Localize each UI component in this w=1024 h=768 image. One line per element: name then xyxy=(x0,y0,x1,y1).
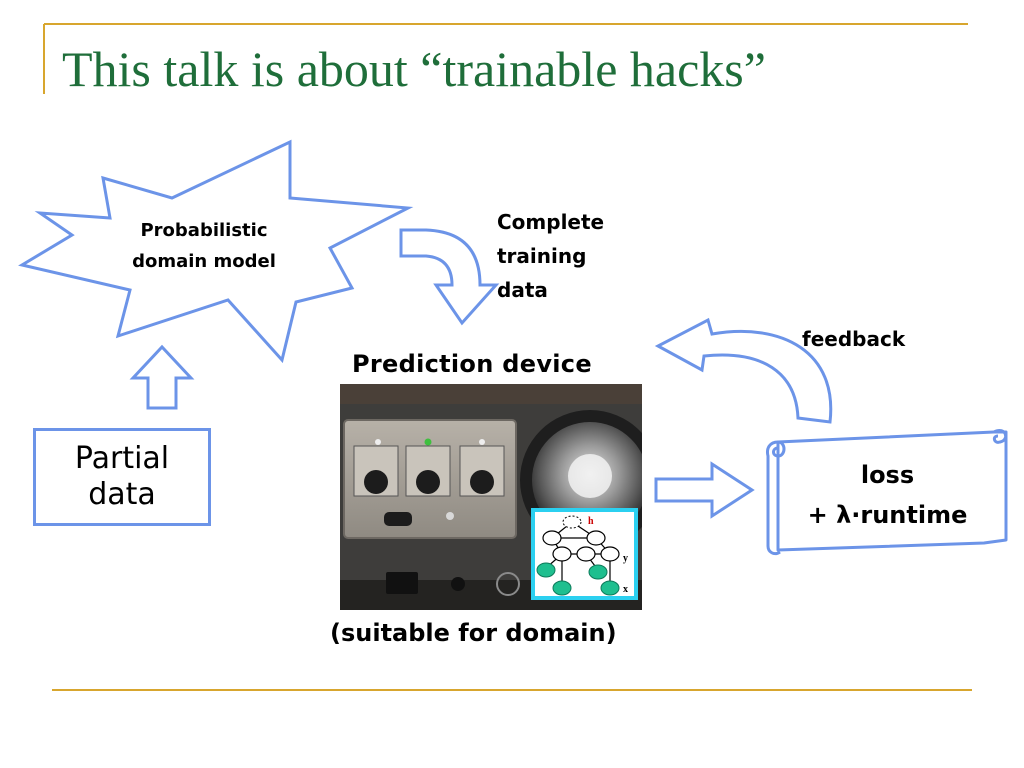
network-inset: h y x xyxy=(531,508,638,600)
complete-line2: training xyxy=(497,244,587,268)
complete-training-data-label: Complete training data xyxy=(497,205,604,307)
probabilistic-model-line2: domain model xyxy=(132,251,276,272)
slide-title: This talk is about “trainable hacks” xyxy=(62,41,766,97)
probabilistic-model-line1: Probabilistic xyxy=(140,220,268,241)
prediction-device-image: h y x xyxy=(340,384,642,610)
loss-line1: loss xyxy=(860,461,915,489)
partial-data-box: Partial data xyxy=(33,428,211,526)
network-node-y: y xyxy=(623,553,628,564)
bottom-rule xyxy=(52,689,972,691)
network-node-h: h xyxy=(588,516,594,527)
arrow-up xyxy=(129,344,195,410)
partial-line2: data xyxy=(88,477,156,512)
prediction-device-label: Prediction device xyxy=(352,350,592,378)
complete-line1: Complete xyxy=(497,210,605,234)
probabilistic-model-label: Probabilistic domain model xyxy=(104,215,304,277)
arrow-curved-down xyxy=(399,228,500,326)
network-node-x: x xyxy=(623,584,628,595)
arrow-right xyxy=(654,461,755,519)
complete-line3: data xyxy=(497,278,548,302)
loss-label: loss + λ·runtime xyxy=(785,455,990,535)
loss-line2: + λ·runtime xyxy=(807,501,968,529)
suitable-for-domain-label: (suitable for domain) xyxy=(330,619,617,647)
partial-line1: Partial xyxy=(74,441,170,476)
scroll-shape xyxy=(766,429,1008,556)
explosion-shape xyxy=(18,139,414,364)
feedback-label: feedback xyxy=(802,327,906,351)
arrow-feedback xyxy=(654,317,833,424)
